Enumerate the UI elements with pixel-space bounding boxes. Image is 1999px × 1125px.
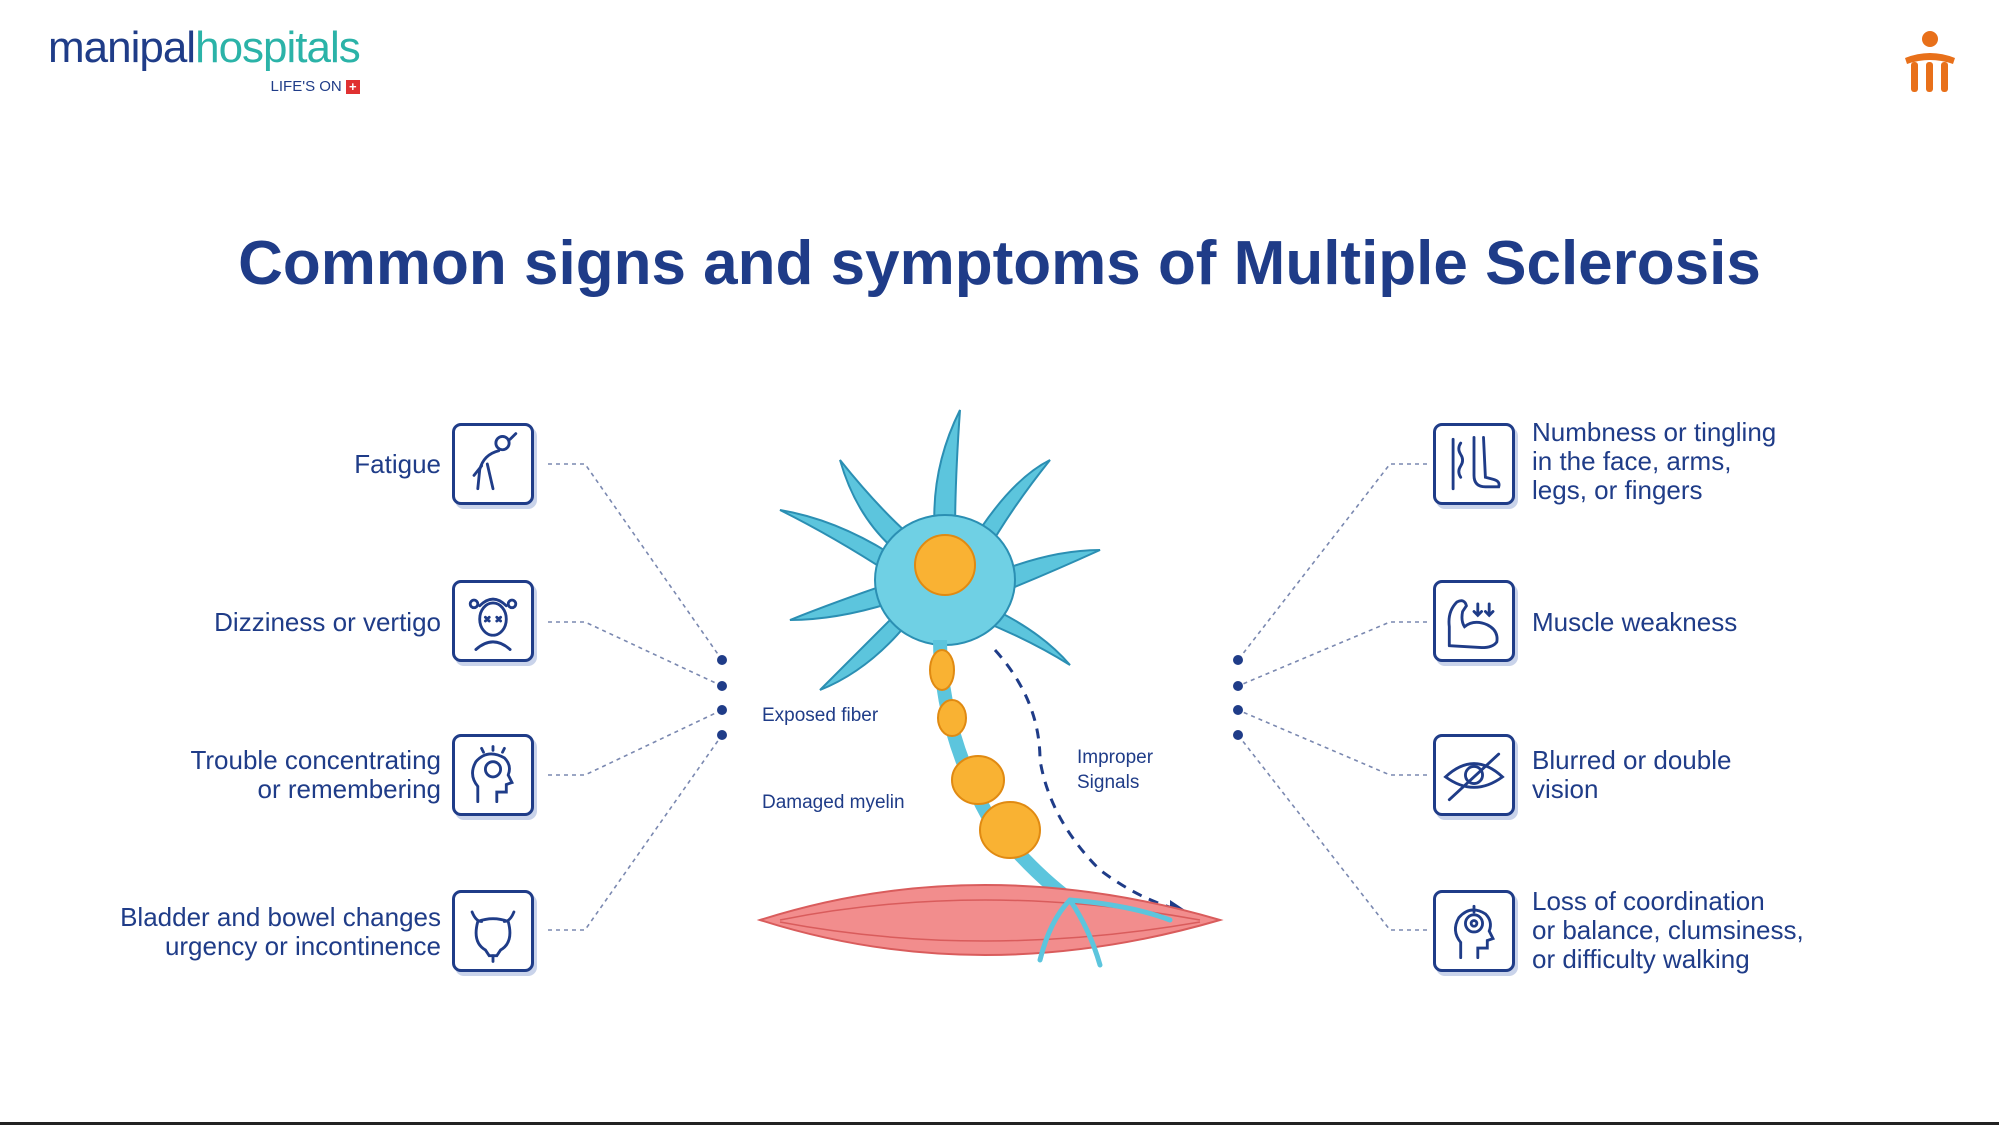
logo-wordmark: manipalhospitals (48, 23, 361, 72)
tingling-foot-icon (1433, 423, 1515, 505)
symptom-weakness-label: Muscle weakness (1532, 607, 1738, 637)
plus-icon: + (345, 79, 360, 94)
bottom-divider (0, 1122, 1999, 1125)
myelin-segments (929, 649, 1041, 859)
symptom-dizziness-label: Dizziness or vertigo (214, 607, 441, 637)
logo-tagline: LIFE'S ON + (271, 78, 360, 95)
manipal-logo: manipalhospitals LIFE'S ON + (48, 23, 361, 96)
improper-signals-label: Improper Signals (1077, 747, 1154, 793)
muscle-fiber (756, 884, 1224, 956)
bladder-icon (452, 890, 534, 972)
manipal-emblem-icon (1901, 30, 1959, 94)
logo-word-hospitals: hospitals (195, 23, 361, 72)
dendrites (779, 409, 1101, 691)
exposed-fiber-label: Exposed fiber (762, 705, 879, 726)
dizziness-icon (452, 580, 534, 662)
improper-signal-arrow (993, 648, 1181, 912)
brain-head-icon (452, 734, 534, 816)
symptom-fatigue-label: Fatigue (354, 449, 441, 479)
neuron-muscle-illustration (756, 409, 1224, 968)
symptom-coordination-label: Loss of coordination or balance, clumsin… (1532, 886, 1804, 974)
tagline-text: LIFE'S ON (270, 78, 342, 95)
damaged-myelin-label: Damaged myelin (762, 792, 905, 813)
nerve-terminals (1037, 897, 1173, 968)
symptom-vision-label: Blurred or double vision (1532, 745, 1732, 804)
symptom-concentration-label: Trouble concentrating or remembering (190, 745, 441, 804)
page-title: Common signs and symptoms of Multiple Sc… (238, 229, 1761, 298)
symptom-bladder-label: Bladder and bowel changes urgency or inc… (120, 902, 441, 961)
nucleus (914, 534, 976, 596)
logo-word-manipal: manipal (48, 23, 196, 72)
weak-arm-icon (1433, 580, 1515, 662)
balance-head-icon (1433, 890, 1515, 972)
symptom-numbness-label: Numbness or tingling in the face, arms, … (1532, 417, 1777, 505)
eye-crossed-icon (1433, 734, 1515, 816)
fatigue-icon (452, 423, 534, 505)
